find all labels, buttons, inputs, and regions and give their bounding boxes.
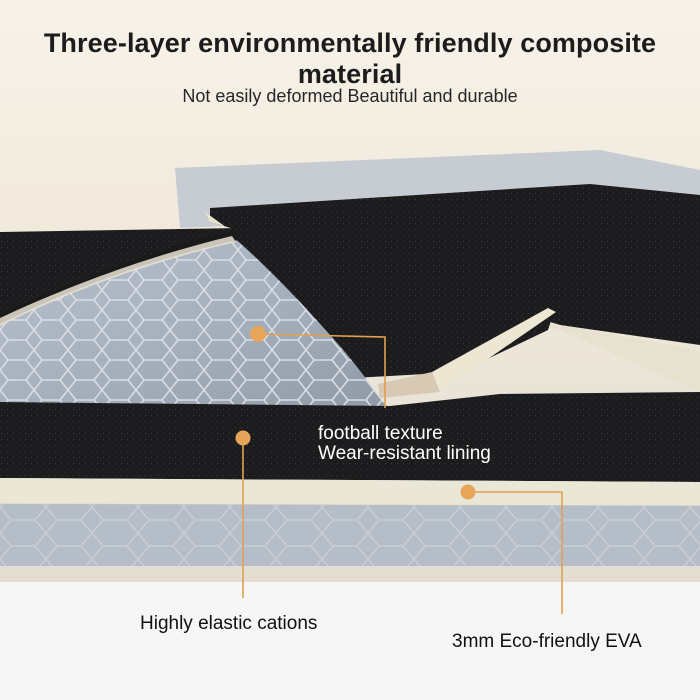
bottom-edge (0, 566, 700, 582)
callout-dot-texture (250, 326, 266, 342)
callout-eva: 3mm Eco-friendly EVA (452, 631, 642, 652)
middle-fabric-edge-shadow (378, 372, 440, 398)
callout-texture-line2: Wear-resistant lining (318, 443, 491, 464)
eva-layer (0, 478, 700, 506)
callout-texture-line1: football texture (318, 423, 443, 444)
page-title: Three-layer environmentally friendly com… (43, 28, 657, 89)
main-fabric (0, 392, 700, 482)
callout-elastic: Highly elastic cations (140, 613, 318, 634)
callout-line-texture (257, 333, 386, 408)
upper-right-sheet (210, 184, 700, 345)
callout-dot-eva (460, 484, 476, 500)
callout-dot-elastic (235, 430, 251, 446)
callout-line-eva (468, 491, 563, 614)
middle-fabric-edge (432, 308, 556, 392)
page-subtitle: Not easily deformed Beautiful and durabl… (182, 86, 518, 106)
